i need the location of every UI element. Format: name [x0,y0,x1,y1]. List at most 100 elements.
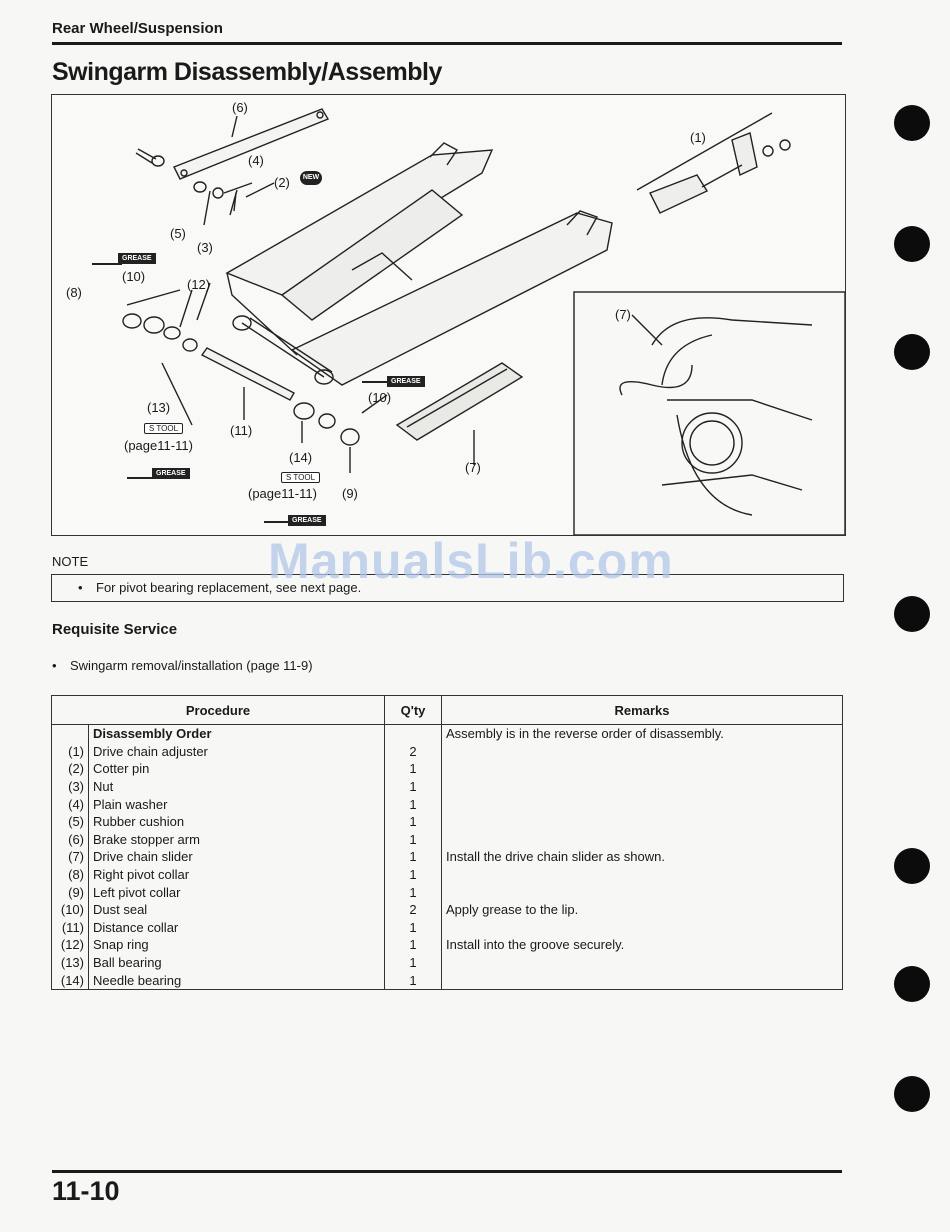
requisite-item-text: Swingarm removal/installation (page 11-9… [70,658,313,673]
remark: Install the drive chain slider as shown. [441,848,843,866]
general-remark: Assembly is in the reverse order of disa… [441,724,843,743]
binder-hole [894,334,930,370]
grease-icon: GREASE [152,468,190,479]
binder-hole [894,1076,930,1112]
callout-6: (6) [232,100,248,115]
callout-8: (8) [66,285,82,300]
quantity: 2 [384,742,442,761]
grease-icon-line [264,521,294,523]
step-number: (12) [51,936,89,954]
remark [441,777,843,796]
part-name: Ball bearing [88,953,385,972]
header-remarks: Remarks [441,695,843,725]
header-procedure: Procedure [51,695,385,725]
quantity: 1 [384,936,442,954]
remark [441,883,843,901]
callout-7-inset: (7) [615,307,631,322]
remark [441,760,843,778]
callout-1: (1) [690,130,706,145]
special-tool-icon: S TOOL [281,472,321,483]
grease-icon: GREASE [118,253,156,264]
exploded-diagram: (6) (1) (4) (2) NEW (5) (3) GREASE (10) … [51,94,846,536]
callout-2: (2) [274,175,290,190]
part-name: Distance collar [88,918,385,937]
remark [441,812,843,831]
callout-13: (13) [147,400,171,415]
remark [441,953,843,972]
part-name: Dust seal [88,900,385,919]
step-number: (9) [51,883,89,901]
callout-10: (10) [122,269,146,284]
remark [441,830,843,849]
binder-hole [894,596,930,632]
quantity: 1 [384,795,442,813]
grease-icon-line [92,263,122,265]
note-box: •For pivot bearing replacement, see next… [51,574,844,602]
tool-page-ref: (page11-11) [124,438,193,453]
binder-hole [894,105,930,141]
watermark: ManualsLib.com [268,533,674,589]
remark [441,742,843,761]
part-name: Cotter pin [88,760,385,778]
step-number: (6) [51,830,89,849]
part-name: Drive chain adjuster [88,742,385,761]
requisite-item: • Swingarm removal/installation (page 11-… [52,658,313,673]
tool-page-ref: (page11-11) [248,486,317,501]
section-title: Rear Wheel/Suspension [52,20,223,37]
quantity: 1 [384,953,442,972]
quantity: 1 [384,777,442,796]
part-name: Snap ring [88,936,385,954]
part-name: Drive chain slider [88,848,385,866]
part-name: Nut [88,777,385,796]
quantity: 1 [384,760,442,778]
remark: Install into the groove securely. [441,936,843,954]
subheading-disassembly-order: Disassembly Order [88,724,385,743]
step-number: (8) [51,865,89,884]
page-title: Swingarm Disassembly/Assembly [52,58,442,86]
step-number: (7) [51,848,89,866]
header-qty: Q'ty [384,695,442,725]
callout-11: (11) [230,423,253,438]
step-number: (2) [51,760,89,778]
quantity: 1 [384,971,442,990]
new-part-icon: NEW [300,171,322,185]
diagram-lines [122,108,845,535]
step-number: (13) [51,953,89,972]
callout-7: (7) [465,460,481,475]
bullet-icon: • [52,658,57,673]
quantity: 1 [384,918,442,937]
callout-12: (12) [187,277,211,292]
part-name: Brake stopper arm [88,830,385,849]
remark [441,865,843,884]
quantity: 1 [384,830,442,849]
step-number: (10) [51,900,89,919]
quantity: 1 [384,812,442,831]
binder-hole [894,966,930,1002]
part-name: Left pivot collar [88,883,385,901]
callout-5: (5) [170,226,186,241]
page-number: 11-10 [52,1176,120,1206]
note-text: For pivot bearing replacement, see next … [96,580,362,595]
step-number: (1) [51,742,89,761]
requisite-service-title: Requisite Service [52,621,178,638]
grease-icon-line [127,477,157,479]
special-tool-icon: S TOOL [144,423,184,434]
binder-hole [894,848,930,884]
quantity: 2 [384,900,442,919]
part-name: Right pivot collar [88,865,385,884]
grease-icon: GREASE [387,376,425,387]
footer-rule [52,1170,842,1173]
callout-4: (4) [248,153,264,168]
step-number: (5) [51,812,89,831]
grease-icon-line [362,381,392,383]
callout-10-right: (10) [368,390,392,405]
